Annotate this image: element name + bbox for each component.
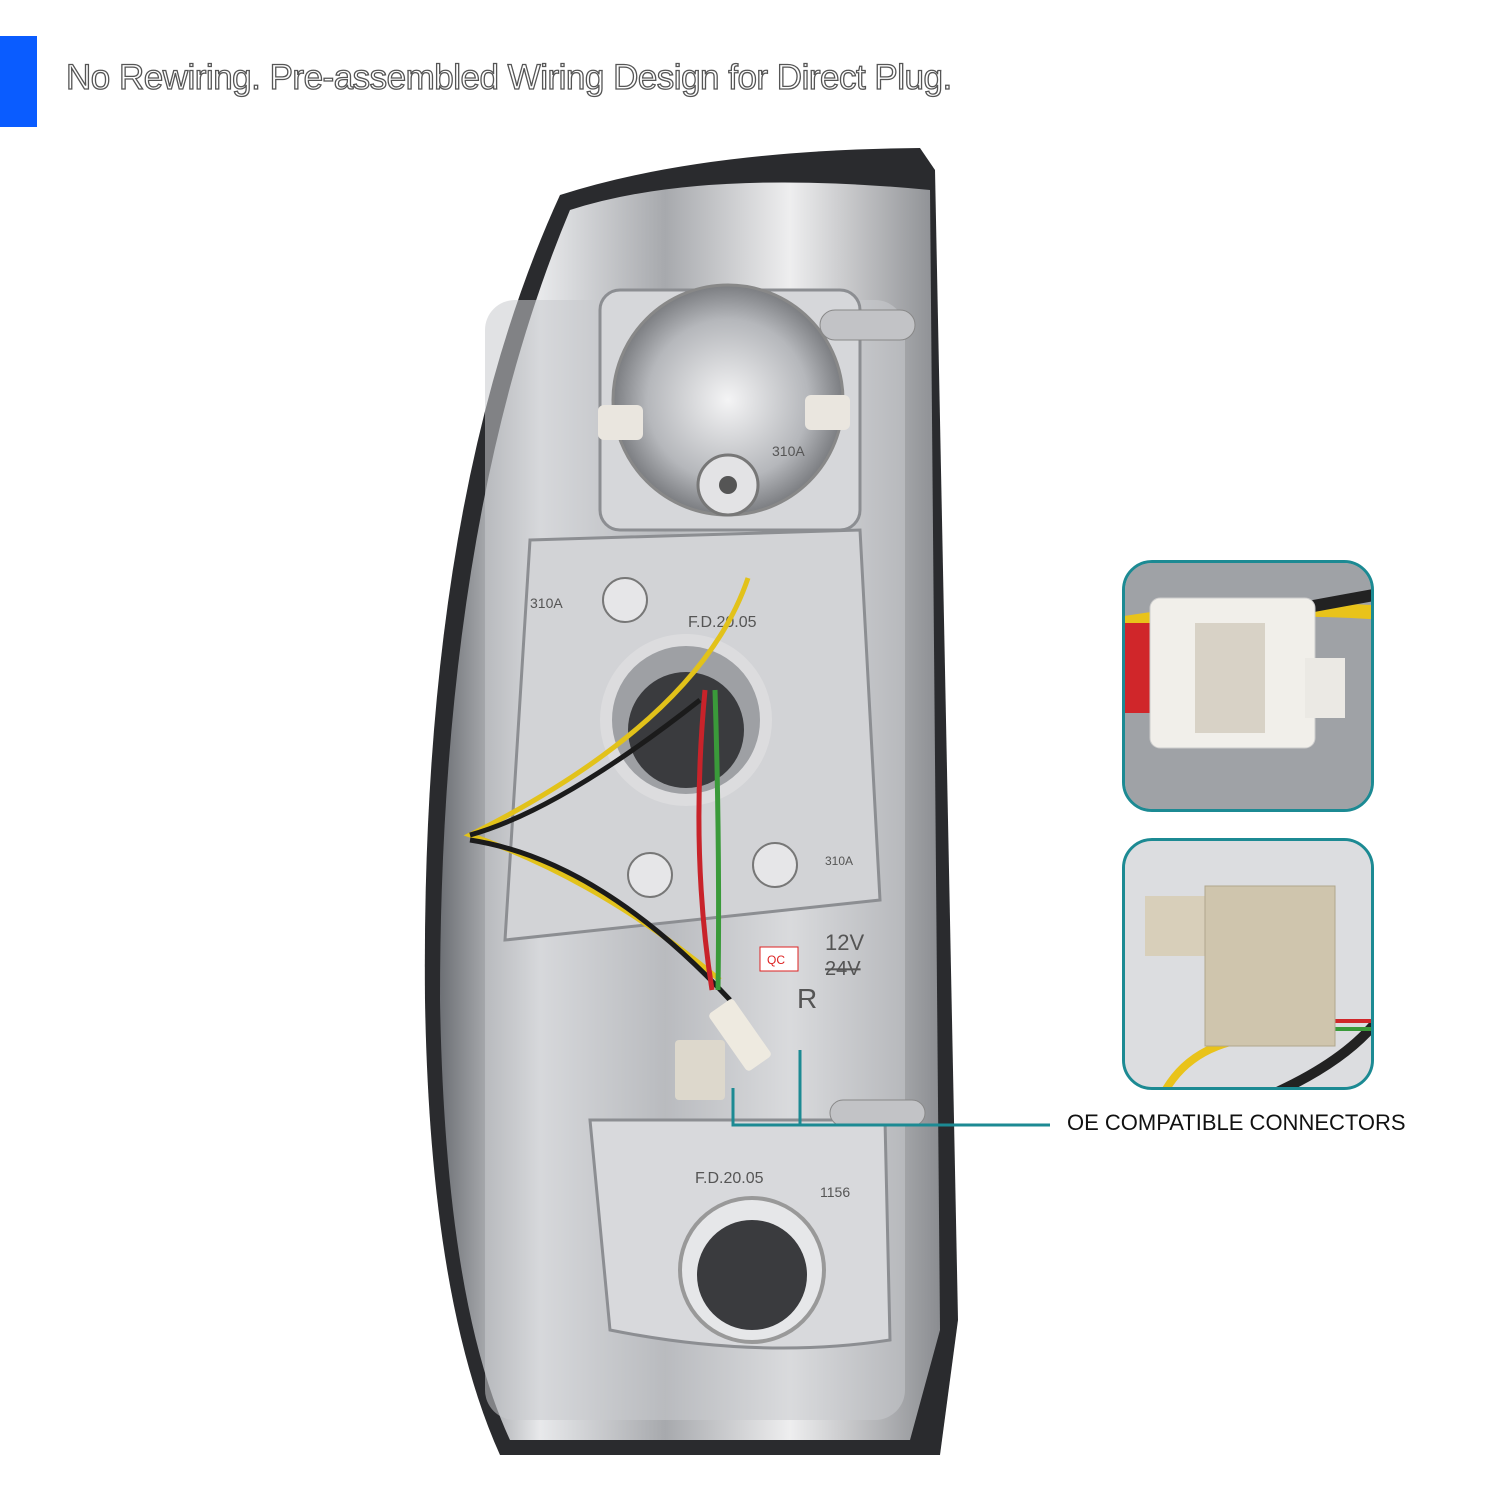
connector-beige — [675, 1040, 725, 1100]
connector-white — [709, 999, 771, 1071]
callout-label: OE COMPATIBLE CONNECTORS — [1067, 1110, 1406, 1135]
wiring-harness — [463, 577, 751, 1002]
accent-bar — [0, 36, 37, 127]
embossed-voltage: 12V — [825, 930, 864, 955]
embossed-side-mark: R — [797, 983, 817, 1014]
inset-beige-connector — [1122, 838, 1374, 1090]
embossed-bottom-bulb: 1156 — [820, 1184, 850, 1200]
embossed-bulb-side: 310A — [530, 595, 563, 611]
embossed-fd-top: F.D.20.05 — [688, 614, 757, 631]
callout-leader-lines — [731, 1050, 1050, 1127]
embossed-fd-bottom: F.D.20.05 — [695, 1170, 764, 1187]
qc-sticker: QC — [767, 953, 785, 967]
headline: No Rewiring. Pre-assembled Wiring Design… — [65, 57, 953, 97]
embossed-bulb-right: 310A — [825, 854, 853, 868]
embossed-voltage-struck: 24V — [825, 958, 861, 980]
embossed-bulb-top: 310A — [772, 443, 805, 459]
inset-white-connector — [1122, 560, 1374, 812]
